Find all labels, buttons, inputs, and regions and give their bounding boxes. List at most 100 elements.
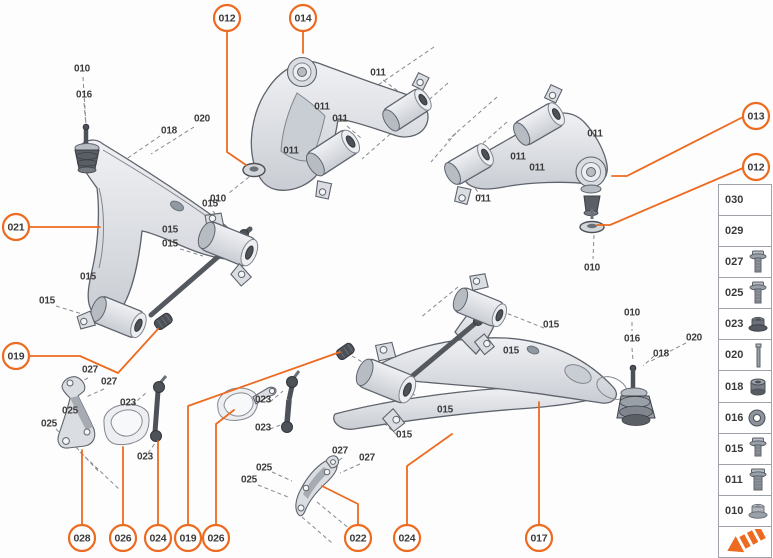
bump-stop bbox=[335, 342, 355, 361]
part-number-label: 011 bbox=[314, 102, 330, 113]
callout-circle[interactable] bbox=[524, 523, 554, 553]
part-number-label: 015 bbox=[437, 405, 454, 416]
callout-024[interactable]: 024 bbox=[143, 440, 173, 553]
callout-circle[interactable] bbox=[143, 523, 173, 553]
legend-item-number: 030 bbox=[725, 194, 744, 207]
part-number-label: 011 bbox=[529, 163, 545, 174]
callout-circle[interactable] bbox=[1, 341, 31, 371]
legend-item-025[interactable]: 025 bbox=[719, 278, 771, 310]
part-number-label: 015 bbox=[202, 199, 219, 210]
part-number-label: 018 bbox=[653, 349, 670, 360]
flange-nut-icon bbox=[748, 317, 768, 333]
right-bushing bbox=[382, 71, 432, 132]
link-rod-left bbox=[150, 375, 168, 442]
legend-item-010[interactable]: 010 bbox=[719, 496, 771, 527]
callout-circle[interactable] bbox=[108, 523, 138, 553]
callout-circle[interactable] bbox=[212, 3, 242, 33]
legend-item-016[interactable]: 016 bbox=[719, 403, 771, 434]
upper-bushing bbox=[513, 84, 565, 146]
callout-circle[interactable] bbox=[201, 523, 231, 553]
callout-leader-line bbox=[596, 167, 744, 226]
callout-028[interactable]: 028 bbox=[67, 449, 97, 553]
callout-circle[interactable] bbox=[67, 523, 97, 553]
part-number-label: 015 bbox=[543, 320, 560, 331]
callout-circle[interactable] bbox=[392, 523, 422, 553]
legend-item-number: 018 bbox=[725, 380, 744, 393]
callout-circle[interactable] bbox=[288, 3, 318, 33]
callout-026[interactable]: 026 bbox=[108, 446, 138, 553]
callout-017[interactable]: 017 bbox=[524, 401, 554, 553]
part-number-label: 025 bbox=[241, 475, 258, 486]
front-bushing bbox=[76, 296, 147, 339]
callout-label: 024 bbox=[399, 533, 416, 545]
legend-item-029[interactable]: 029 bbox=[719, 216, 771, 248]
legend-item-015[interactable]: 015 bbox=[719, 434, 771, 465]
flange-bolt-icon bbox=[749, 281, 767, 304]
callout-label: 024 bbox=[150, 533, 167, 545]
callout-circle[interactable] bbox=[1, 212, 31, 242]
legend-item-018[interactable]: 018 bbox=[719, 371, 771, 403]
legend-item-number: 011 bbox=[725, 473, 743, 486]
back-navigation-cell[interactable] bbox=[719, 527, 771, 557]
callout-026[interactable]: 026 bbox=[201, 409, 235, 553]
callout-label: 013 bbox=[748, 111, 765, 123]
callout-circle[interactable] bbox=[343, 523, 373, 553]
illustration-upper-control-arm-middle bbox=[250, 56, 432, 200]
flange-bolt-icon bbox=[749, 437, 767, 457]
part-number-label: 027 bbox=[101, 377, 118, 388]
front-bushing bbox=[355, 341, 417, 433]
legend-item-number: 015 bbox=[725, 442, 744, 455]
part-number-label: 025 bbox=[41, 419, 58, 430]
callout-label: 012 bbox=[748, 162, 765, 174]
ball-joint bbox=[74, 123, 100, 174]
part-number-label: 015 bbox=[396, 430, 413, 441]
callout-label: 014 bbox=[295, 13, 312, 25]
legend-item-number: 023 bbox=[725, 318, 744, 331]
callout-label: 022 bbox=[350, 533, 367, 545]
callout-019[interactable]: 019 bbox=[1, 328, 159, 374]
callout-022[interactable]: 022 bbox=[321, 485, 373, 553]
callout-label: 028 bbox=[74, 533, 91, 545]
callout-012[interactable]: 012 bbox=[596, 152, 771, 226]
callout-013[interactable]: 013 bbox=[611, 101, 771, 177]
mount-part-middle bbox=[217, 386, 277, 421]
callout-label: 021 bbox=[8, 222, 25, 234]
callout-014[interactable]: 014 bbox=[288, 3, 318, 54]
callout-label: 019 bbox=[8, 351, 25, 363]
legend-item-023[interactable]: 023 bbox=[719, 309, 771, 341]
lightening-hole bbox=[526, 345, 540, 355]
legend-item-030[interactable]: 030 bbox=[719, 185, 771, 217]
callout-label: 017 bbox=[531, 533, 548, 545]
callout-leader-line bbox=[215, 409, 235, 526]
legend-item-027[interactable]: 027 bbox=[719, 247, 771, 279]
part-number-label: 015 bbox=[162, 239, 179, 250]
callout-021[interactable]: 021 bbox=[1, 212, 101, 242]
legend-item-011[interactable]: 011 bbox=[719, 465, 771, 496]
part-number-label: 015 bbox=[503, 346, 520, 357]
callout-label: 012 bbox=[219, 13, 236, 25]
legend-item-020[interactable]: 020 bbox=[719, 340, 771, 372]
illustration-lower-control-arm-right bbox=[333, 273, 656, 433]
ball-stud bbox=[580, 184, 602, 219]
callout-label: 026 bbox=[115, 533, 132, 545]
illustration-upper-control-arm-right bbox=[444, 84, 608, 234]
part-number-label: 023 bbox=[255, 423, 272, 434]
callout-019[interactable]: 019 bbox=[173, 351, 341, 553]
part-number-label: 011 bbox=[587, 129, 603, 140]
callout-circle[interactable] bbox=[173, 523, 203, 553]
part-number-label: 011 bbox=[510, 152, 526, 163]
callout-circle[interactable] bbox=[741, 152, 771, 182]
back-arrow-icon bbox=[727, 529, 766, 553]
lower-bushing bbox=[444, 143, 494, 206]
callout-024[interactable]: 024 bbox=[392, 433, 453, 553]
part-number-label: 015 bbox=[39, 296, 56, 307]
callout-012[interactable]: 012 bbox=[212, 3, 247, 166]
bracket-part-middle bbox=[295, 455, 340, 517]
legend-item-number: 025 bbox=[725, 287, 744, 300]
flange-bolt-icon bbox=[749, 468, 767, 491]
part-number-label: 015 bbox=[162, 225, 179, 236]
flange-bolt-icon bbox=[749, 250, 767, 273]
callout-circle[interactable] bbox=[741, 101, 771, 131]
